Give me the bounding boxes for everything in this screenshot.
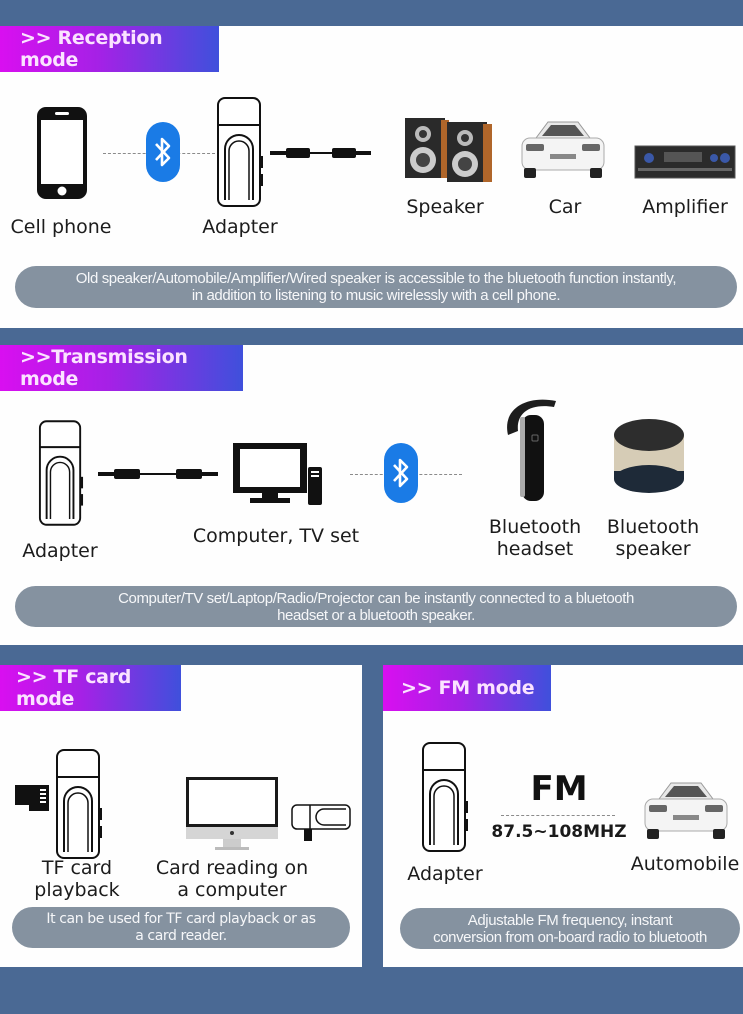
adapter-icon — [56, 749, 102, 859]
car-icon — [644, 782, 728, 839]
bluetooth-speaker-label-line2: speaker — [615, 538, 691, 560]
cell-phone-label: Cell phone — [10, 216, 112, 238]
bluetooth-icon — [384, 443, 418, 503]
bluetooth-headset-label: Bluetooth headset — [480, 516, 590, 560]
fm-description: Adjustable FM frequency, instant convers… — [400, 908, 740, 949]
adapter-label: Adapter — [202, 216, 278, 238]
transmission-description: Computer/TV set/Laptop/Radio/Projector c… — [15, 586, 737, 627]
bluetooth-headset-label-line2: headset — [496, 538, 574, 560]
amplifier-icon — [634, 145, 736, 179]
bluetooth-headset-label-line1: Bluetooth — [488, 516, 582, 538]
tf-card-description-line2: a card reader. — [135, 927, 227, 944]
amplifier-label: Amplifier — [642, 196, 728, 218]
transmission-mode-panel: >>Transmission mode Adapter Computer, TV… — [0, 345, 743, 645]
bluetooth-speaker-label: Bluetooth speaker — [598, 516, 708, 560]
reception-description: Old speaker/Automobile/Amplifier/Wired s… — [15, 266, 737, 308]
aux-cable-icon — [98, 469, 218, 479]
computer-tv-label: Computer, TV set — [192, 525, 360, 547]
card-reading-label-line2: a computer — [177, 879, 287, 901]
computer-icon — [233, 443, 322, 505]
smartphone-icon — [37, 107, 87, 199]
automobile-label: Automobile — [630, 853, 740, 875]
tf-card-playback-label: TF card playback — [22, 857, 132, 901]
bluetooth-icon — [146, 122, 180, 182]
fm-big-label: FM — [530, 769, 588, 809]
fm-description-line2: conversion from on-board radio to blueto… — [433, 928, 707, 946]
adapter-label: Adapter — [22, 540, 98, 562]
bluetooth-speaker-icon — [614, 419, 684, 493]
adapter-label: Adapter — [407, 863, 483, 885]
speaker-icon — [405, 118, 492, 182]
tf-card-mode-title: >> TF card mode — [0, 665, 181, 711]
adapter-icon — [217, 97, 263, 207]
card-reader-adapter-icon — [291, 804, 351, 841]
car-label: Car — [548, 196, 582, 218]
tf-card-description-line1: It can be used for TF card playback or a… — [46, 910, 316, 927]
adapter-icon — [38, 420, 84, 526]
reception-description-line1: Old speaker/Automobile/Amplifier/Wired s… — [75, 270, 677, 287]
bluetooth-speaker-label-line1: Bluetooth — [606, 516, 700, 538]
tf-card-playback-label-line1: TF card — [41, 857, 113, 879]
aux-cable-icon — [270, 148, 371, 158]
transmission-mode-title: >>Transmission mode — [0, 345, 243, 391]
reception-mode-title: >> Reception mode — [0, 26, 219, 72]
monitor-icon — [186, 777, 278, 850]
reception-mode-panel: >> Reception mode Cell phone Adapter — [0, 26, 743, 328]
speaker-label: Speaker — [406, 196, 484, 218]
fm-mode-panel: >> FM mode Adapter FM 87.5~108MHZ Automo… — [383, 665, 743, 967]
tf-card-mode-panel: >> TF card mode TF card playback Card re… — [0, 665, 362, 967]
card-reading-label: Card reading on a computer — [150, 857, 314, 901]
headset-icon — [507, 399, 556, 501]
card-reading-label-line1: Card reading on — [155, 857, 309, 879]
fm-divider — [501, 815, 615, 816]
tf-card-icon — [15, 785, 49, 811]
fm-mode-title: >> FM mode — [383, 665, 551, 711]
tf-card-description: It can be used for TF card playback or a… — [12, 907, 350, 948]
tf-card-playback-label-line2: playback — [34, 879, 120, 901]
transmission-description-line1: Computer/TV set/Laptop/Radio/Projector c… — [118, 589, 634, 607]
adapter-icon — [422, 742, 468, 852]
fm-frequency: 87.5~108MHZ — [491, 822, 627, 842]
transmission-description-line2: headset or a bluetooth speaker. — [277, 606, 475, 624]
reception-description-line2: in addition to listening to music wirele… — [191, 287, 561, 304]
car-icon — [521, 121, 605, 178]
fm-description-line1: Adjustable FM frequency, instant — [467, 911, 673, 929]
